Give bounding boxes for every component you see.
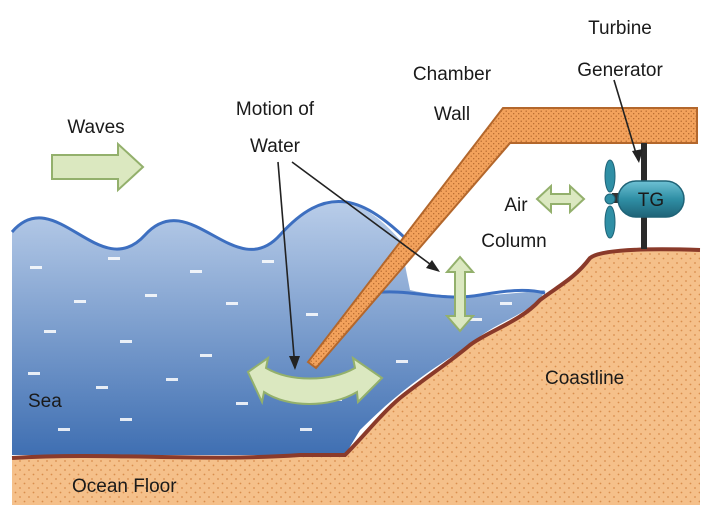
double-vertical-arrow-icon [444, 255, 476, 333]
ocean-floor-line [11, 247, 701, 460]
sea-water [12, 201, 545, 455]
motion-label-line1: Motion of [236, 99, 315, 120]
air-label-line1: Air [504, 195, 528, 216]
turbine-label-line1: Turbine [588, 18, 652, 39]
sea-label: Sea [28, 391, 62, 412]
pointer-arrowheads [289, 149, 643, 370]
curved-double-arrow-icon [246, 355, 384, 406]
ocean-floor-label: Ocean Floor [72, 476, 177, 497]
air-label-line2: Column [481, 231, 546, 252]
motion-label-line2: Water [250, 136, 301, 157]
chamber-wall [306, 107, 698, 370]
right-arrow-icon [51, 141, 145, 193]
chamber-label-line2: Wall [434, 104, 470, 125]
double-horizontal-arrow-icon [535, 183, 586, 215]
wave-surface-line [10, 199, 407, 251]
turbine-blade-icon [604, 159, 616, 239]
turbine-generator: TG [604, 159, 685, 239]
chamber-label-line1: Chamber [413, 64, 492, 85]
chamber-water-surface [371, 288, 546, 299]
waves-label: Waves [67, 117, 124, 138]
turbine-label-line2: Generator [577, 60, 663, 81]
pointer-lines [277, 79, 639, 369]
tg-label: TG [638, 190, 664, 211]
water-highlights [28, 257, 512, 431]
coastline-label: Coastline [545, 368, 624, 389]
